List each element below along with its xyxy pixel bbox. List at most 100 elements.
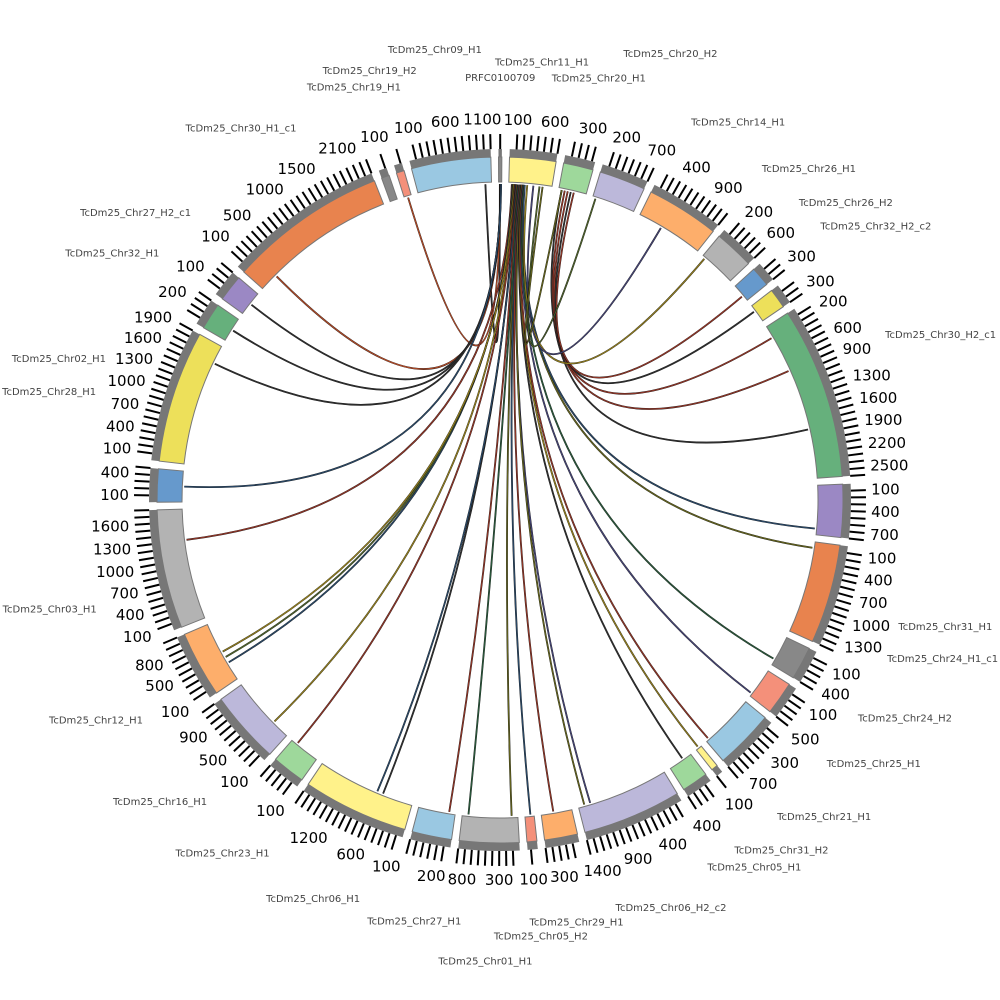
chromosome-segment[interactable] — [558, 162, 594, 195]
chromosome-segment[interactable] — [183, 623, 238, 694]
chromosome-segment[interactable] — [639, 191, 714, 252]
tick-mark — [446, 137, 451, 153]
tick-mark — [235, 245, 248, 258]
tick-label: 600 — [766, 224, 795, 242]
chromosome-segment[interactable] — [202, 304, 240, 341]
chromosome-segment[interactable] — [220, 684, 288, 755]
chromosome-segment[interactable] — [751, 289, 785, 322]
chromosome-segment[interactable] — [765, 312, 843, 479]
tick-mark — [846, 552, 862, 557]
tick-mark — [148, 394, 164, 401]
tick-mark — [460, 135, 465, 152]
tick-label: 2200 — [868, 434, 906, 452]
tick-mark — [822, 356, 838, 365]
tick-mark — [243, 750, 256, 763]
chromosome-segment[interactable] — [524, 815, 538, 843]
link — [251, 183, 502, 380]
tick-mark — [738, 231, 751, 245]
chromosome-segment[interactable] — [706, 701, 766, 762]
chromosome-segment[interactable] — [395, 170, 412, 198]
chromosome-segment[interactable] — [771, 636, 810, 679]
tick-mark — [135, 465, 151, 470]
tick-label: 100 — [519, 871, 548, 889]
tick-mark — [140, 429, 156, 435]
link — [448, 184, 518, 812]
chromosome-segment[interactable] — [592, 171, 645, 213]
tick-mark — [319, 180, 330, 195]
tick-mark — [207, 278, 221, 290]
link — [297, 184, 516, 744]
chromosome-segment[interactable] — [158, 333, 223, 465]
tick-mark — [332, 173, 342, 188]
chromosome-segment[interactable] — [702, 235, 750, 282]
chromosome-segment[interactable] — [156, 468, 184, 503]
chromosome-segment[interactable] — [749, 670, 790, 713]
links-layer — [184, 183, 815, 816]
tick-mark — [717, 212, 729, 226]
segment-name-label: TcDm25_Chr14_H1 — [690, 117, 785, 128]
tick-mark — [522, 134, 526, 150]
chromosome-segment[interactable] — [243, 180, 385, 290]
chromosome-segment[interactable] — [411, 806, 456, 841]
chromosome-segment[interactable] — [669, 753, 707, 791]
tick-mark — [140, 563, 156, 569]
segment-band — [769, 684, 797, 717]
tick-mark — [331, 811, 340, 826]
chromosome-segment[interactable] — [380, 174, 398, 203]
segment-name-label: TcDm25_Chr16_H1 — [112, 797, 207, 808]
tick-mark — [313, 183, 324, 198]
link-outline — [376, 184, 518, 792]
chromosome-segment[interactable] — [695, 745, 718, 771]
tick-label: 200 — [158, 283, 187, 301]
tick-label: 500 — [791, 730, 820, 748]
tick-mark — [799, 681, 814, 691]
tick-mark — [150, 603, 166, 610]
tick-label: 2500 — [870, 457, 908, 475]
link — [184, 183, 502, 488]
tick-mark — [377, 830, 384, 846]
chromosome-segment[interactable] — [458, 815, 520, 844]
chromosome-segment[interactable] — [578, 771, 678, 833]
tick-label: 200 — [612, 128, 641, 146]
link — [518, 184, 683, 759]
tick-label: 300 — [806, 272, 835, 290]
tick-mark — [469, 849, 473, 865]
tick-mark — [511, 850, 515, 866]
chromosome-segment[interactable] — [498, 156, 503, 183]
tick-mark — [265, 769, 277, 782]
chromosome-segment[interactable] — [540, 809, 579, 841]
link — [553, 191, 772, 395]
link-outline — [515, 184, 586, 805]
tick-mark — [763, 258, 777, 270]
chromosome-segment[interactable] — [307, 762, 413, 831]
tick-mark — [849, 530, 865, 534]
tick-mark — [698, 788, 709, 802]
tick-mark — [138, 443, 154, 448]
chromosome-segment[interactable] — [815, 483, 844, 539]
chromosome-segment[interactable] — [508, 156, 557, 187]
chromosome-segment[interactable] — [156, 508, 206, 628]
chromosome-segment[interactable] — [274, 739, 317, 781]
chromosome-segment[interactable] — [221, 277, 259, 315]
tick-mark — [141, 422, 158, 428]
tick-mark — [590, 146, 597, 162]
tick-mark — [220, 262, 234, 274]
tick-mark — [134, 479, 150, 483]
tick-mark — [811, 330, 826, 340]
tick-mark — [344, 817, 353, 832]
tick-label: 600 — [431, 113, 460, 131]
tick-mark — [248, 754, 261, 768]
tick-mark — [240, 240, 253, 253]
tick-mark — [839, 585, 855, 592]
tick-label: 400 — [682, 159, 711, 177]
tick-mark — [135, 536, 152, 541]
segment-band — [771, 285, 790, 307]
link — [524, 186, 563, 345]
chromosome-segment[interactable] — [789, 541, 841, 643]
tick-mark — [453, 136, 458, 152]
chromosome-segment[interactable] — [734, 268, 768, 301]
segment-band — [270, 759, 302, 787]
tick-mark — [747, 747, 760, 760]
segment-band — [812, 545, 848, 645]
